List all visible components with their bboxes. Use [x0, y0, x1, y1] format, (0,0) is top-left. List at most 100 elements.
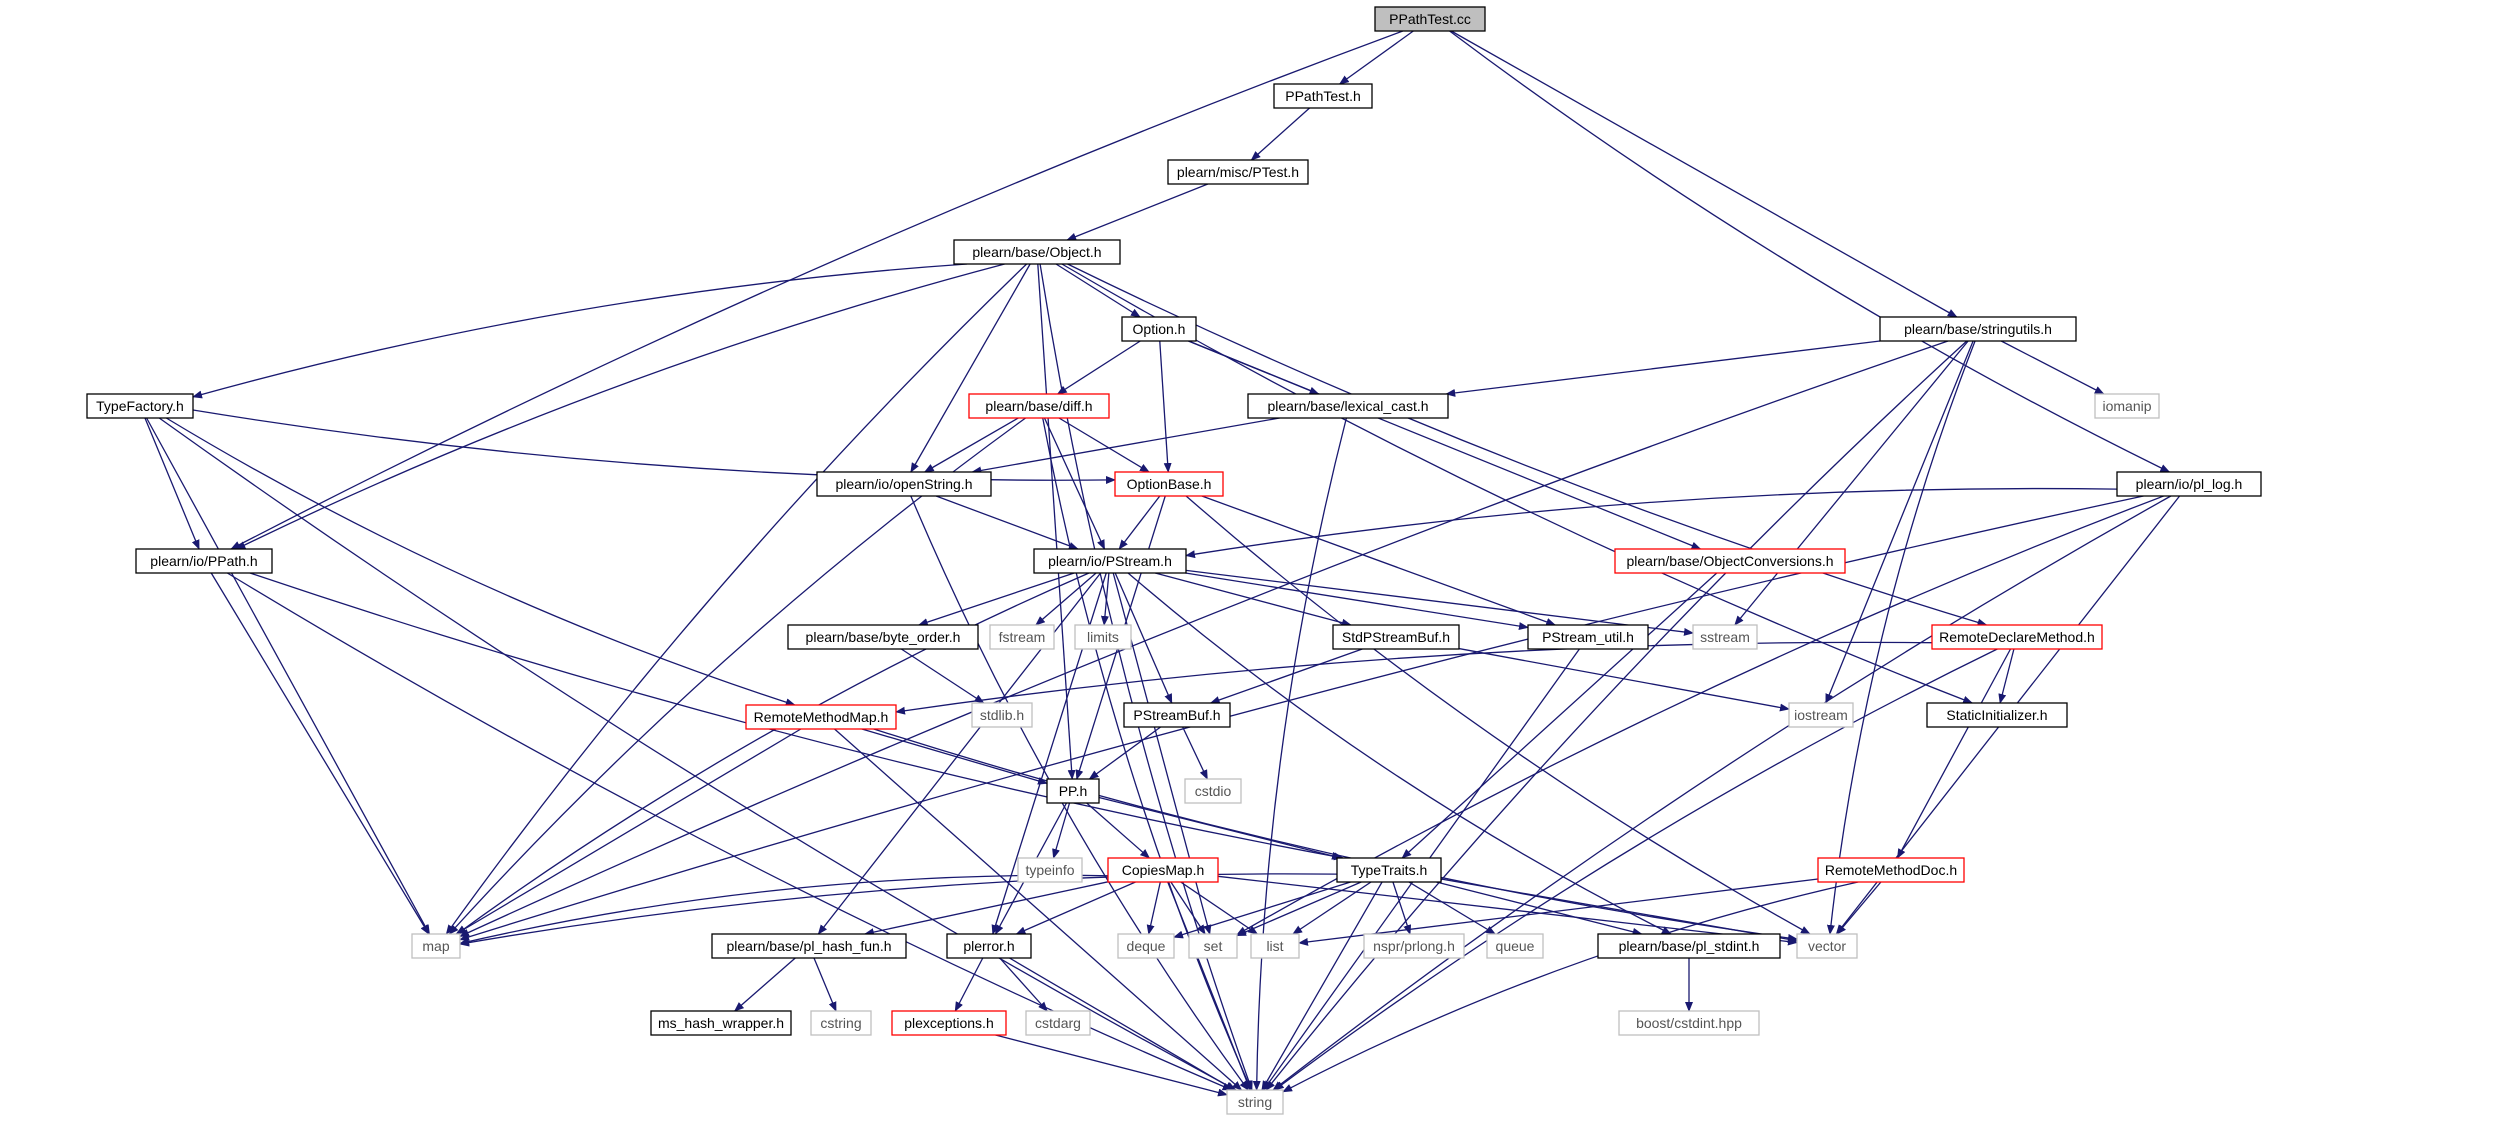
edge-plerror-to-string — [1009, 957, 1236, 1091]
node-box — [1226, 1089, 1284, 1115]
node-vector: vector — [1796, 933, 1858, 959]
node-staticinitializer[interactable]: StaticInitializer.h — [1926, 702, 2068, 728]
edge-diff-to-pstream — [1043, 417, 1106, 550]
node-typefactory[interactable]: TypeFactory.h — [86, 393, 194, 419]
node-pstreambuf[interactable]: PStreamBuf.h — [1123, 702, 1231, 728]
node-ppathtest-h[interactable]: PPathTest.h — [1273, 83, 1373, 109]
node-pp[interactable]: PP.h — [1046, 778, 1100, 804]
node-label: PPathTest.cc — [1389, 11, 1471, 27]
node-label: plearn/misc/PTest.h — [1177, 164, 1299, 180]
node-label: PPathTest.h — [1285, 88, 1361, 104]
edge-ppathtest_cc-to-ppath — [230, 30, 1404, 550]
node-box — [1363, 933, 1465, 959]
edge-pstreambuf-to-pp — [1088, 726, 1161, 780]
edge-pstream-to-pstream_util — [1185, 572, 1529, 630]
node-option[interactable]: Option.h — [1121, 316, 1197, 342]
edge-pl_log-to-pstream — [1185, 487, 2118, 559]
node-box — [1618, 1010, 1760, 1036]
node-stdpstreambuf[interactable]: StdPStreamBuf.h — [1332, 624, 1460, 650]
node-stringutils[interactable]: plearn/base/stringutils.h — [1879, 316, 2077, 342]
edge-pl_hash_fun-to-ms_hash_wrapper — [733, 957, 796, 1012]
edge-object-to-pp — [1037, 263, 1076, 780]
node-ms-hash-wrapper[interactable]: ms_hash_wrapper.h — [650, 1010, 792, 1036]
node-nspr: nspr/prlong.h — [1363, 933, 1465, 959]
node-box — [1017, 857, 1083, 883]
node-label: plearn/base/byte_order.h — [806, 629, 961, 645]
node-label: string — [1238, 1094, 1272, 1110]
node-box — [1167, 159, 1309, 185]
node-label: PP.h — [1059, 783, 1088, 799]
node-plexceptions[interactable]: plexceptions.h — [891, 1010, 1007, 1036]
node-label: Option.h — [1133, 321, 1186, 337]
node-remotemethodmap[interactable]: RemoteMethodMap.h — [745, 704, 897, 730]
edge-typefactory-to-string — [158, 417, 1237, 1091]
node-queue: queue — [1486, 933, 1544, 959]
node-label: stdlib.h — [980, 707, 1024, 723]
node-cstdarg: cstdarg — [1025, 1010, 1091, 1036]
edge-typetraits-to-set — [1236, 881, 1362, 937]
edge-typetraits-to-deque — [1173, 881, 1351, 939]
node-pl-log[interactable]: plearn/io/pl_log.h — [2116, 471, 2262, 497]
node-box — [1123, 702, 1231, 728]
edge-object-to-ppath — [235, 263, 1005, 550]
node-plerror[interactable]: plerror.h — [946, 933, 1032, 959]
edge-pstream-to-plerror — [991, 572, 1107, 935]
edge-lexical_cast-to-openstring — [971, 417, 1280, 475]
node-box — [650, 1010, 792, 1036]
node-ppathtest-cc[interactable]: PPathTest.cc — [1374, 6, 1486, 32]
node-typetraits[interactable]: TypeTraits.h — [1336, 857, 1442, 883]
edge-remotemethoddoc-to-vector — [1836, 881, 1882, 935]
edge-pp-to-typeinfo — [1052, 802, 1071, 859]
node-list: list — [1250, 933, 1300, 959]
node-diff[interactable]: plearn/base/diff.h — [968, 393, 1110, 419]
node-lexical-cast[interactable]: plearn/base/lexical_cast.h — [1247, 393, 1449, 419]
edge-optionbase-to-vector — [1185, 495, 1811, 935]
edge-remotedeclaremethod-to-remotemethodmap — [895, 641, 1933, 715]
edge-plerror-to-plexceptions — [954, 957, 984, 1012]
node-box — [1692, 624, 1758, 650]
node-cstring: cstring — [810, 1010, 872, 1036]
node-pl-hash-fun[interactable]: plearn/base/pl_hash_fun.h — [711, 933, 907, 959]
node-label: plearn/base/lexical_cast.h — [1267, 398, 1428, 414]
edge-pl_log-to-string — [1272, 495, 2172, 1091]
node-ppath[interactable]: plearn/io/PPath.h — [135, 548, 273, 574]
edge-remotedeclaremethod-to-string — [1273, 648, 1998, 1091]
node-box — [1033, 548, 1187, 574]
node-objectconversions[interactable]: plearn/base/ObjectConversions.h — [1614, 548, 1846, 574]
node-box — [1879, 316, 2077, 342]
edge-pp-to-typetraits — [1098, 796, 1342, 860]
node-object[interactable]: plearn/base/Object.h — [953, 239, 1121, 265]
node-iostream: iostream — [1788, 702, 1854, 728]
node-label: iomanip — [2102, 398, 2151, 414]
node-pstream[interactable]: plearn/io/PStream.h — [1033, 548, 1187, 574]
node-box — [946, 933, 1032, 959]
node-copiesmap[interactable]: CopiesMap.h — [1107, 857, 1219, 883]
edge-object-to-typefactory — [192, 263, 968, 399]
node-label: RemoteMethodDoc.h — [1825, 862, 1957, 878]
node-label: cstdarg — [1035, 1015, 1081, 1031]
node-box — [1247, 393, 1449, 419]
node-box — [1332, 624, 1460, 650]
node-pl-stdint[interactable]: plearn/base/pl_stdint.h — [1597, 933, 1781, 959]
node-remotedeclaremethod[interactable]: RemoteDeclareMethod.h — [1931, 624, 2103, 650]
edge-stringutils-to-sstream — [1734, 340, 1969, 626]
edge-copiesmap-to-string — [1167, 881, 1251, 1091]
node-box — [1336, 857, 1442, 883]
node-openstring[interactable]: plearn/io/openString.h — [816, 471, 992, 497]
node-box — [86, 393, 194, 419]
node-label: plearn/base/ObjectConversions.h — [1626, 553, 1833, 569]
node-box — [711, 933, 907, 959]
node-box — [1926, 702, 2068, 728]
edge-typefactory-to-ppath — [144, 417, 200, 550]
node-byte-order[interactable]: plearn/base/byte_order.h — [787, 624, 979, 650]
node-remotemethoddoc[interactable]: RemoteMethodDoc.h — [1817, 857, 1965, 883]
node-ptest[interactable]: plearn/misc/PTest.h — [1167, 159, 1309, 185]
node-label: PStreamBuf.h — [1133, 707, 1220, 723]
edge-ppathtest_h-to-ptest — [1250, 107, 1311, 161]
node-optionbase[interactable]: OptionBase.h — [1114, 471, 1224, 497]
edge-ppathtest_cc-to-pl_log — [1449, 30, 2171, 473]
node-pstream-util[interactable]: PStream_util.h — [1527, 624, 1649, 650]
edge-stringutils-to-iomanip — [2000, 340, 2105, 395]
edge-pstream-to-stdpstreambuf — [1154, 572, 1352, 627]
